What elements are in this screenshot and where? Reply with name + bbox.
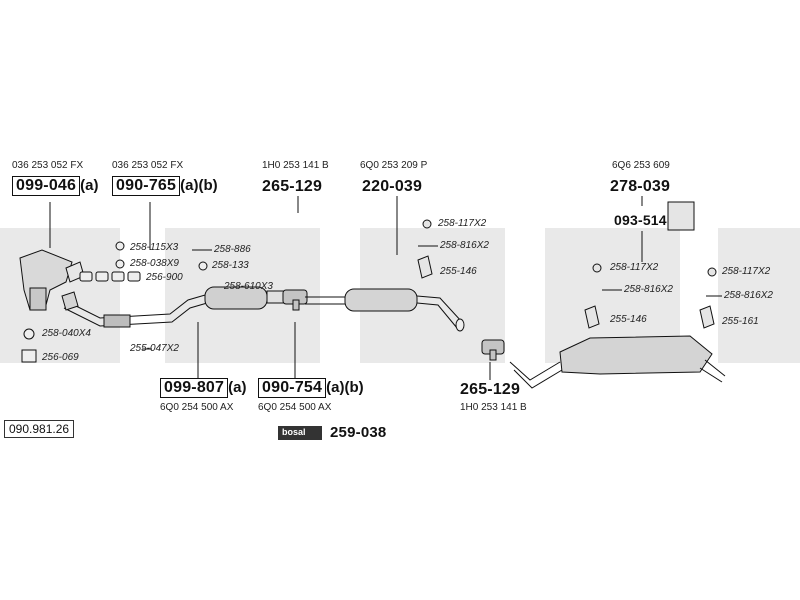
part-090-754[interactable]: 090-754(a)(b) bbox=[258, 378, 364, 398]
kit-badge-box bbox=[278, 426, 322, 440]
fitting-258-117x2-a[interactable]: 258-117X2 bbox=[438, 218, 487, 229]
part-number: 090-754 bbox=[258, 378, 327, 398]
flex-pipe bbox=[103, 314, 131, 328]
kit-number[interactable]: 259-038 bbox=[330, 424, 387, 441]
pipe-flange bbox=[61, 291, 79, 311]
fitting-256-069[interactable]: 256-069 bbox=[42, 352, 79, 363]
ref-036-253-052-fx-a: 036 253 052 FX bbox=[12, 160, 84, 171]
fitting-258-816x2-b[interactable]: 258-816X2 bbox=[624, 284, 673, 295]
part-suffix: (a) bbox=[228, 379, 247, 396]
fitting-258-040x4[interactable]: 258-040X4 bbox=[42, 328, 91, 339]
ref-6q0-254-500-ax-a: 6Q0 254 500 AX bbox=[160, 402, 234, 413]
ref-1h0-253-141-b-top: 1H0 253 141 B bbox=[262, 160, 329, 171]
fitting-258-886[interactable]: 258-886 bbox=[214, 244, 251, 255]
part-265-129-bottom[interactable]: 265-129 bbox=[460, 381, 521, 398]
fitting-255-161[interactable]: 255-161 bbox=[722, 316, 759, 327]
fitting-255-047x2[interactable]: 255-047X2 bbox=[130, 343, 179, 354]
part-suffix: (a)(b) bbox=[326, 379, 364, 396]
ref-6q0-253-209-p: 6Q0 253 209 P bbox=[360, 160, 428, 171]
part-093-514[interactable]: 093-514 bbox=[614, 212, 667, 228]
fitting-258-610x3[interactable]: 258-610X3 bbox=[224, 281, 273, 292]
part-265-129-top[interactable]: 265-129 bbox=[262, 178, 323, 195]
ref-036-253-052-fx-b: 036 253 052 FX bbox=[112, 160, 184, 171]
part-number: 099-807 bbox=[160, 378, 229, 398]
fitting-258-038x9[interactable]: 258-038X9 bbox=[130, 258, 179, 269]
ref-6q0-254-500-ax-b: 6Q0 254 500 AX bbox=[258, 402, 332, 413]
fitting-256-900[interactable]: 256-900 bbox=[146, 272, 183, 283]
page-code: 090.981.26 bbox=[4, 420, 75, 438]
part-suffix: (a)(b) bbox=[180, 177, 218, 194]
ref-1h0-253-141-b-bottom: 1H0 253 141 B bbox=[460, 402, 527, 413]
part-099-807[interactable]: 099-807(a) bbox=[160, 378, 246, 398]
part-090-765[interactable]: 090-765(a)(b) bbox=[112, 176, 218, 196]
fitting-255-146-b[interactable]: 255-146 bbox=[610, 314, 647, 325]
fitting-258-115x3[interactable]: 258-115X3 bbox=[130, 242, 179, 253]
watermark-block-1 bbox=[0, 228, 120, 363]
fitting-258-117x2-b[interactable]: 258-117X2 bbox=[610, 262, 659, 273]
fitting-255-146-a[interactable]: 255-146 bbox=[440, 266, 477, 277]
part-number: 099-046 bbox=[12, 176, 81, 196]
part-number: 090-765 bbox=[112, 176, 181, 196]
fitting-258-816x2-c[interactable]: 258-816X2 bbox=[724, 290, 773, 301]
watermark-block-5 bbox=[718, 228, 800, 363]
fitting-258-816x2-a[interactable]: 258-816X2 bbox=[440, 240, 489, 251]
fitting-258-133[interactable]: 258-133 bbox=[212, 260, 249, 271]
brand-badge: bosal bbox=[282, 427, 306, 437]
part-099-046[interactable]: 099-046(a) bbox=[12, 176, 98, 196]
ref-6q6-253-609: 6Q6 253 609 bbox=[612, 160, 670, 171]
part-suffix: (a) bbox=[80, 177, 99, 194]
fitting-258-117x2-c[interactable]: 258-117X2 bbox=[722, 266, 771, 277]
part-220-039[interactable]: 220-039 bbox=[362, 178, 423, 195]
part-278-039[interactable]: 278-039 bbox=[610, 178, 671, 195]
